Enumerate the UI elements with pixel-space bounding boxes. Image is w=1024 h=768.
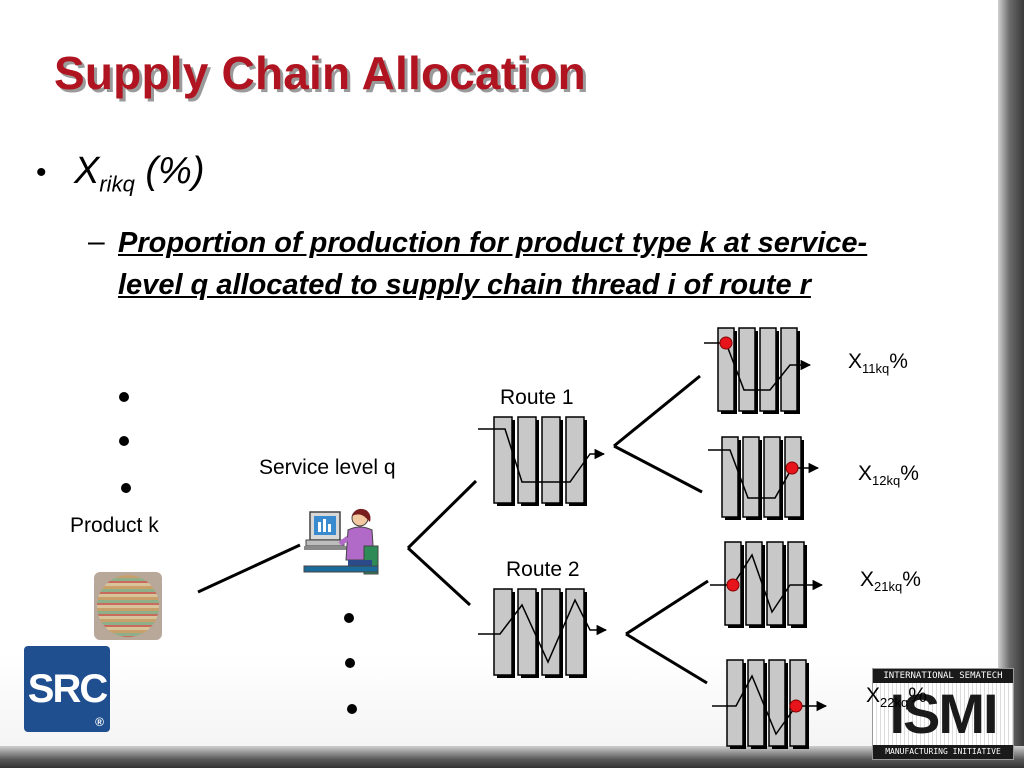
slide-right-border bbox=[998, 0, 1024, 768]
ellipsis-dot bbox=[345, 658, 355, 668]
ellipsis-dot bbox=[119, 436, 129, 446]
connector-line bbox=[613, 444, 703, 494]
thread-12-block bbox=[708, 436, 820, 520]
output-x21: X21kq% bbox=[860, 568, 921, 595]
product-label: Product k bbox=[70, 514, 159, 537]
allocation-marker bbox=[785, 461, 799, 475]
thread-21-block bbox=[710, 541, 824, 628]
allocation-marker bbox=[719, 336, 733, 350]
output-x11: X11kq% bbox=[848, 350, 908, 377]
route1-label: Route 1 bbox=[500, 386, 574, 409]
ellipsis-dot bbox=[121, 483, 131, 493]
ellipsis-dot bbox=[344, 613, 354, 623]
connector-line bbox=[625, 579, 709, 636]
thread-22-block bbox=[712, 659, 828, 749]
connector-line bbox=[613, 374, 701, 448]
connector-line bbox=[406, 546, 472, 607]
variable-name: Xrikq (%) bbox=[74, 150, 205, 197]
route2-label: Route 2 bbox=[506, 558, 580, 581]
allocation-marker bbox=[726, 578, 740, 592]
connector-line bbox=[197, 543, 301, 594]
slide-title: Supply Chain Allocation bbox=[54, 47, 586, 99]
src-logo: SRC® bbox=[24, 646, 110, 732]
connector-line bbox=[406, 479, 478, 550]
ellipsis-dot bbox=[119, 392, 129, 402]
silicon-wafer-icon bbox=[94, 572, 162, 640]
bullet-symbol: • bbox=[36, 156, 47, 189]
ismi-logo: INTERNATIONAL SEMATECH ISMI MANUFACTURIN… bbox=[872, 668, 1014, 760]
output-x22: X22kq% bbox=[866, 684, 927, 711]
slide-bottom-border bbox=[0, 746, 1024, 768]
output-x12: X12kq% bbox=[858, 462, 919, 489]
sub-bullet-dash: – bbox=[88, 225, 105, 258]
connector-line bbox=[625, 632, 708, 685]
service-level-label: Service level q bbox=[259, 456, 396, 479]
ellipsis-dot bbox=[347, 704, 357, 714]
route1-thread-block bbox=[478, 416, 606, 506]
person-at-computer-icon bbox=[303, 508, 379, 575]
route2-thread-block bbox=[478, 588, 608, 678]
allocation-marker bbox=[789, 699, 803, 713]
variable-definition: Proportion of production for product typ… bbox=[118, 227, 868, 301]
thread-11-block bbox=[704, 327, 812, 414]
